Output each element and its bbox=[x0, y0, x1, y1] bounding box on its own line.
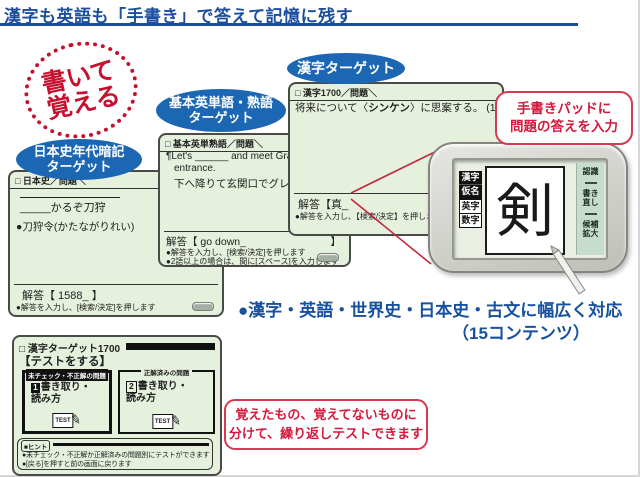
eitango-question-line2: entrance. bbox=[174, 163, 216, 174]
pad-side-buttons: 認識 書き直し 候補拡大 bbox=[576, 163, 604, 255]
handwritten-character: 剣 bbox=[495, 176, 554, 245]
test-box2-header: 正解済みの問題 bbox=[140, 370, 193, 377]
feature-bullet-line2: （15コンテンツ） bbox=[452, 324, 590, 343]
eitango-hint2: ●2語以上の場合は、間に[スペース]を入力します bbox=[166, 257, 339, 266]
label-eitango-target: 基本英単語・熟語 ターゲット bbox=[156, 89, 286, 132]
divider bbox=[584, 181, 597, 184]
pad-mode-kanji: 漢字 bbox=[459, 171, 482, 185]
test-subtitle: 【テストをする】 bbox=[19, 356, 111, 368]
test-callout-line2: 分けて、繰り返しテストできます bbox=[228, 425, 424, 441]
hint-label: ■ヒント bbox=[21, 440, 51, 452]
kanji-question-pre: 将来について〈 bbox=[295, 102, 369, 114]
divider bbox=[14, 284, 218, 285]
eitango-answer-field: 解答【 go down_ bbox=[166, 236, 246, 248]
number-1-badge: 1 bbox=[31, 382, 40, 393]
hint-label-row: ■ヒント bbox=[21, 440, 209, 452]
test-box2-header-row: 正解済みの問題 bbox=[120, 367, 213, 377]
test-title-row: □ 漢字ターゲット1700 bbox=[19, 340, 215, 355]
title-bar bbox=[126, 343, 215, 350]
pencil-icon: ✎ bbox=[69, 411, 83, 428]
pad-mode-kana: 仮名 bbox=[459, 184, 482, 199]
test-hint1: ●未チェック・不正解か正解済みの問題別にテストができます bbox=[22, 452, 210, 459]
label-eitango-line2: ターゲット bbox=[188, 109, 254, 125]
nihonshi-question: _____かるぞ刀狩 bbox=[20, 202, 106, 214]
test-box2-icon: TEST ✎ bbox=[151, 412, 183, 429]
test-box1-icon: TEST ✎ bbox=[52, 411, 83, 428]
label-nihonshi-line2: ターゲット bbox=[46, 158, 112, 174]
kanji-question-keyword: シンケン bbox=[368, 102, 410, 114]
pad-callout: 手書きパッドに 問題の答えを入力 bbox=[495, 91, 633, 145]
label-kanji-line1: 漢字ターゲット bbox=[297, 60, 395, 77]
candidate-zoom-button: 候補拡大 bbox=[582, 219, 599, 239]
kanji-hint: ●解答を入力し、【検索/決定】を押しま bbox=[295, 212, 435, 221]
kanji-screen-tab: □ 漢字1700／問題＼ bbox=[290, 84, 502, 101]
test-callout-line1: 覚えたもの、覚えてないものに bbox=[235, 407, 417, 423]
test-box1-header: 未チェック・不正解の問題 bbox=[26, 369, 108, 381]
test-screen-title: □ 漢字ターゲット1700 bbox=[19, 344, 121, 355]
nihonshi-note: ●刀狩令(かたながりれい) bbox=[16, 221, 135, 233]
handwriting-pad-device: 漢字 仮名 英字 数字 剣 認識 書き直し 候補拡大 bbox=[428, 142, 628, 273]
kanji-question: 将来について〈シンケン〉に思案する。 (101) bbox=[295, 100, 511, 115]
pad-mode-eiji: 英字 bbox=[459, 198, 482, 214]
page-title: 漢字も英語も「手書き」で答えて記憶に残す bbox=[4, 7, 354, 26]
pad-mode-menu: 漢字 仮名 英字 数字 bbox=[459, 171, 482, 228]
test-sheet-icon: TEST bbox=[52, 413, 74, 428]
recognize-button: 認識 bbox=[582, 167, 599, 176]
test-box1-label: 書き取り・読み方 bbox=[31, 382, 91, 405]
test-sheet-icon: TEST bbox=[151, 414, 174, 429]
rewrite-button: 書き直し bbox=[582, 188, 599, 208]
blank-answer-line bbox=[20, 197, 120, 198]
label-eitango-line1: 基本英単語・熟語 bbox=[168, 94, 273, 110]
eitango-hint1: ●解答を入力し、[検索/決定]を押します bbox=[166, 248, 306, 257]
pad-callout-line2: 問題の答えを入力 bbox=[510, 119, 618, 134]
nihonshi-hint: ●解答を入力し、[検索/決定]を押します bbox=[16, 303, 156, 312]
kanji-answer-field: 解答【真_ bbox=[298, 199, 349, 211]
scroll-indicator-icon bbox=[317, 253, 339, 262]
title-underline bbox=[0, 23, 578, 26]
hint-label-line bbox=[53, 443, 209, 446]
label-kanji-target: 漢字ターゲット bbox=[287, 53, 405, 84]
test-callout: 覚えたもの、覚えてないものに 分けて、繰り返しテストできます bbox=[224, 399, 428, 450]
label-nihonshi-line1: 日本史年代暗記 bbox=[33, 143, 125, 159]
kanji-question-post: 〉に思案する。 (101) bbox=[409, 102, 511, 114]
number-2-badge: 2 bbox=[126, 381, 137, 393]
divider bbox=[164, 231, 345, 232]
eitango-question-line1: ¶Let's ______ and meet Grac bbox=[166, 151, 298, 162]
feature-bullet-line1: ●漢字・英語・世界史・日本史・古文に幅広く対応 bbox=[238, 301, 623, 320]
divider bbox=[584, 212, 597, 215]
pad-mode-suji: 数字 bbox=[459, 213, 482, 228]
write-to-memorize-stamp: 書いて 覚える bbox=[15, 31, 147, 149]
label-nihonshi-target: 日本史年代暗記 ターゲット bbox=[16, 139, 142, 180]
eitango-question-line3: 下へ降りて玄関口でグレー bbox=[174, 178, 300, 190]
brush-icon: ✎ bbox=[169, 412, 183, 429]
pad-writing-area: 剣 bbox=[485, 166, 565, 255]
scroll-indicator-icon bbox=[192, 302, 214, 311]
eitango-answer-row: 解答【 go down_ 】 bbox=[166, 234, 341, 249]
eitango-answer-close: 】 bbox=[330, 236, 342, 248]
eitango-screen-tab: □ 基本英単熟語／問題＼ bbox=[160, 135, 349, 152]
nihonshi-screen-tab: □ 日本史／問題＼ bbox=[10, 172, 222, 189]
test-box2-label: 書き取り・読み方 bbox=[126, 381, 188, 404]
test-hint-box: ■ヒント ●未チェック・不正解か正解済みの問題別にテストができます ●[戻る]を… bbox=[17, 438, 213, 470]
pad-callout-line1: 手書きパッドに bbox=[516, 100, 612, 116]
nihonshi-answer-field: 解答【 1588_ 】 bbox=[22, 290, 103, 302]
pad-screen: 漢字 仮名 英字 数字 剣 認識 書き直し 候補拡大 bbox=[452, 158, 608, 260]
test-hint2: ●[戻る]を押すと前の画面に戻ります bbox=[22, 461, 132, 468]
